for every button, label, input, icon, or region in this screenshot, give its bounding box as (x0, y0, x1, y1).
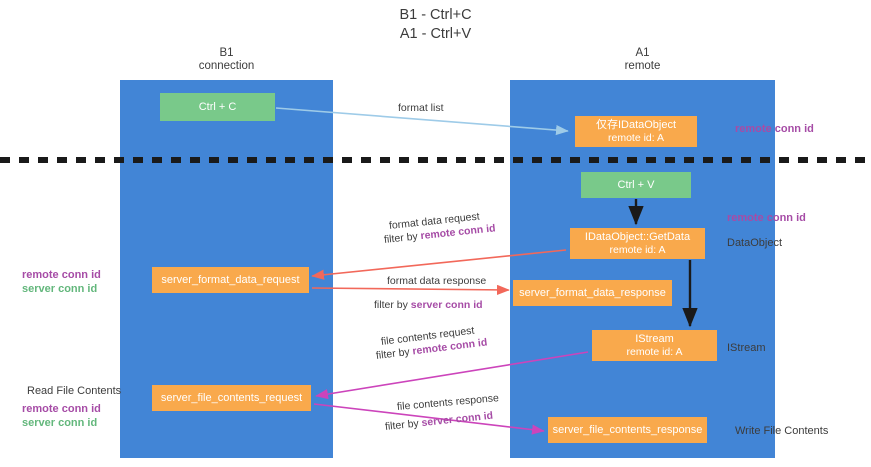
node-idataobject-getdata[interactable]: IDataObject::GetData remote id: A (570, 228, 705, 259)
node-ctrl-c-label: Ctrl + C (198, 100, 237, 113)
filter-key-server-conn-id: server conn id (420, 409, 494, 430)
edge-label-format-data-response-filter: filter by server conn id (374, 298, 483, 312)
node-idataobject-registered-label: 仅存IDataObject (595, 118, 677, 131)
lane-title-b1: B1 connection (198, 47, 255, 72)
filter-prefix: filter by (383, 230, 422, 246)
node-server-file-contents-response-label: server_file_contents_response (552, 423, 703, 436)
annotation-remote-conn-id: remote conn id (22, 269, 101, 281)
node-idataobject-registered[interactable]: 仅存IDataObject remote id: A (575, 116, 697, 147)
node-server-format-data-response[interactable]: server_format_data_response (513, 280, 672, 306)
node-server-format-data-response-label: server_format_data_response (519, 286, 666, 299)
node-istream-sub: remote id: A (626, 345, 683, 358)
filter-prefix: filter by (375, 345, 414, 362)
annotation-server-conn-id: server conn id (22, 417, 98, 429)
node-server-file-contents-request-label: server_file_contents_request (160, 391, 303, 404)
node-istream-label: IStream (635, 332, 674, 345)
edge-label-format-list: format list (398, 102, 444, 114)
annotation-remote-conn-id: remote conn id (22, 403, 101, 415)
filter-key-server-conn-id: server conn id (410, 299, 483, 311)
node-ctrl-c[interactable]: Ctrl + C (160, 93, 275, 121)
annotation-left-conn-ids-2: remote conn id server conn id (22, 402, 101, 430)
node-ctrl-v[interactable]: Ctrl + V (581, 172, 691, 198)
annotation-remote-conn-id-top: remote conn id (735, 123, 814, 135)
lane-title-a1: A1 remote (624, 47, 661, 72)
page-title: B1 - Ctrl+C A1 - Ctrl+V (399, 7, 472, 42)
annotation-istream: IStream (727, 342, 766, 354)
filter-prefix: filter by (374, 299, 411, 311)
annotation-remote-conn-id-mid: remote conn id (727, 212, 806, 224)
node-server-file-contents-request[interactable]: server_file_contents_request (152, 385, 311, 411)
edge-format-data-response (311, 284, 510, 295)
node-idataobject-getdata-sub: remote id: A (609, 243, 666, 256)
node-server-format-data-request-label: server_format_data_request (161, 273, 300, 286)
node-idataobject-getdata-label: IDataObject::GetData (584, 230, 691, 243)
annotation-read-file-contents: Read File Contents (27, 385, 122, 397)
phase-divider (0, 157, 871, 163)
annotation-server-conn-id: server conn id (22, 283, 98, 295)
node-idataobject-registered-sub: remote id: A (607, 131, 665, 144)
edge-label-format-data-response: format data response (387, 275, 487, 287)
node-server-format-data-request[interactable]: server_format_data_request (152, 267, 309, 293)
node-ctrl-v-label: Ctrl + V (617, 178, 655, 191)
annotation-dataobject: DataObject (727, 237, 783, 249)
filter-prefix: filter by (384, 417, 423, 433)
node-server-file-contents-response[interactable]: server_file_contents_response (548, 417, 707, 443)
annotation-write-file-contents: Write File Contents (735, 425, 829, 437)
annotation-left-conn-ids-1: remote conn id server conn id (22, 268, 101, 296)
node-istream[interactable]: IStream remote id: A (592, 330, 717, 361)
